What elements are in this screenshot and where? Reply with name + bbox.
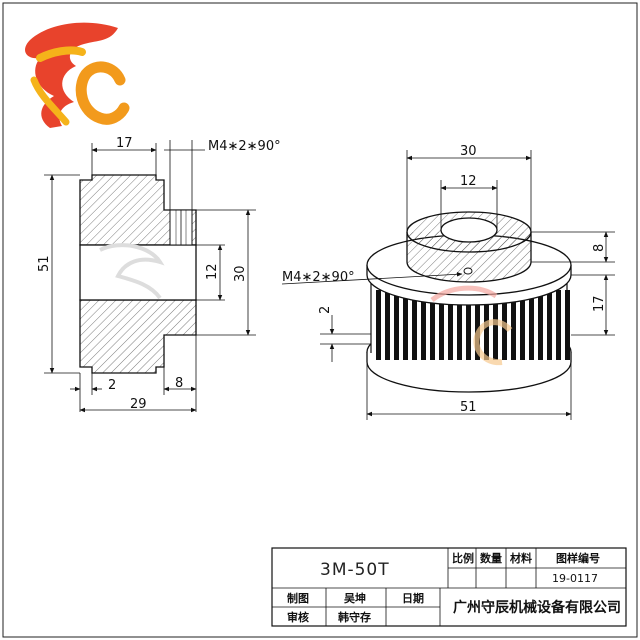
tooth-stripe — [547, 290, 552, 360]
tooth-stripe — [439, 290, 444, 360]
drawing-no-value: 19-0117 — [552, 572, 598, 585]
tooth-stripe — [385, 290, 390, 360]
reviewed-by-name: 韩守存 — [338, 610, 371, 624]
dim-flange: 2 — [108, 378, 116, 393]
date-label: 日期 — [402, 591, 424, 605]
drawn-by-name: 吴坤 — [344, 591, 366, 605]
header-drawing-no: 图样编号 — [556, 551, 600, 565]
iso-dim-bore: 12 — [460, 174, 477, 189]
dim-total-length: 29 — [130, 397, 147, 412]
tooth-stripe — [538, 290, 543, 360]
tooth-stripe — [412, 290, 417, 360]
drawn-by-label: 制图 — [287, 591, 309, 605]
company-name: 广州守辰机械设备有限公司 — [453, 599, 621, 616]
tooth-stripe — [529, 290, 534, 360]
tooth-stripe — [394, 290, 399, 360]
tooth-stripe — [448, 290, 453, 360]
header-scale: 比例 — [452, 551, 474, 565]
iso-pulley-view: 30 12 8 17 2 51 M4∗2∗90° — [281, 144, 615, 420]
tooth-stripe — [421, 290, 426, 360]
dim-hub-offset: 8 — [175, 376, 183, 391]
tooth-stripe — [430, 290, 435, 360]
header-qty: 数量 — [480, 551, 502, 565]
header-material: 材料 — [510, 551, 532, 565]
dim-outer-dia: 51 — [37, 255, 52, 272]
iso-dim-tooth-width: 17 — [592, 295, 607, 312]
title-block: 3M-50T 比例 数量 材料 图样编号 19-0117 制图 吴坤 日期 审核… — [271, 547, 627, 627]
dim-set-screw: M4∗2∗90° — [208, 139, 281, 154]
part-number: 3M-50T — [320, 560, 390, 580]
iso-dim-flange: 2 — [318, 306, 333, 314]
tooth-stripe — [457, 290, 462, 360]
iso-dim-set-screw: M4∗2∗90° — [282, 270, 355, 285]
tooth-stripe — [556, 290, 561, 360]
iso-dim-hub-height: 8 — [592, 244, 607, 252]
iso-dim-hub-dia: 30 — [460, 144, 477, 159]
dim-hub-length: 17 — [116, 136, 133, 151]
iso-dim-outer-dia: 51 — [460, 400, 477, 415]
tooth-stripe — [376, 290, 381, 360]
tooth-stripe — [466, 290, 471, 360]
dim-hub-dia: 30 — [233, 265, 248, 282]
tooth-stripe — [520, 290, 525, 360]
dim-bore: 12 — [205, 263, 220, 280]
sc-logo: SC — [25, 22, 130, 129]
side-section-view: 17 M4∗2∗90° 51 12 30 2 8 29 — [37, 136, 281, 413]
tooth-stripe — [403, 290, 408, 360]
tooth-stripe — [511, 290, 516, 360]
tooth-stripe — [475, 290, 480, 360]
reviewed-by-label: 审核 — [287, 610, 309, 624]
